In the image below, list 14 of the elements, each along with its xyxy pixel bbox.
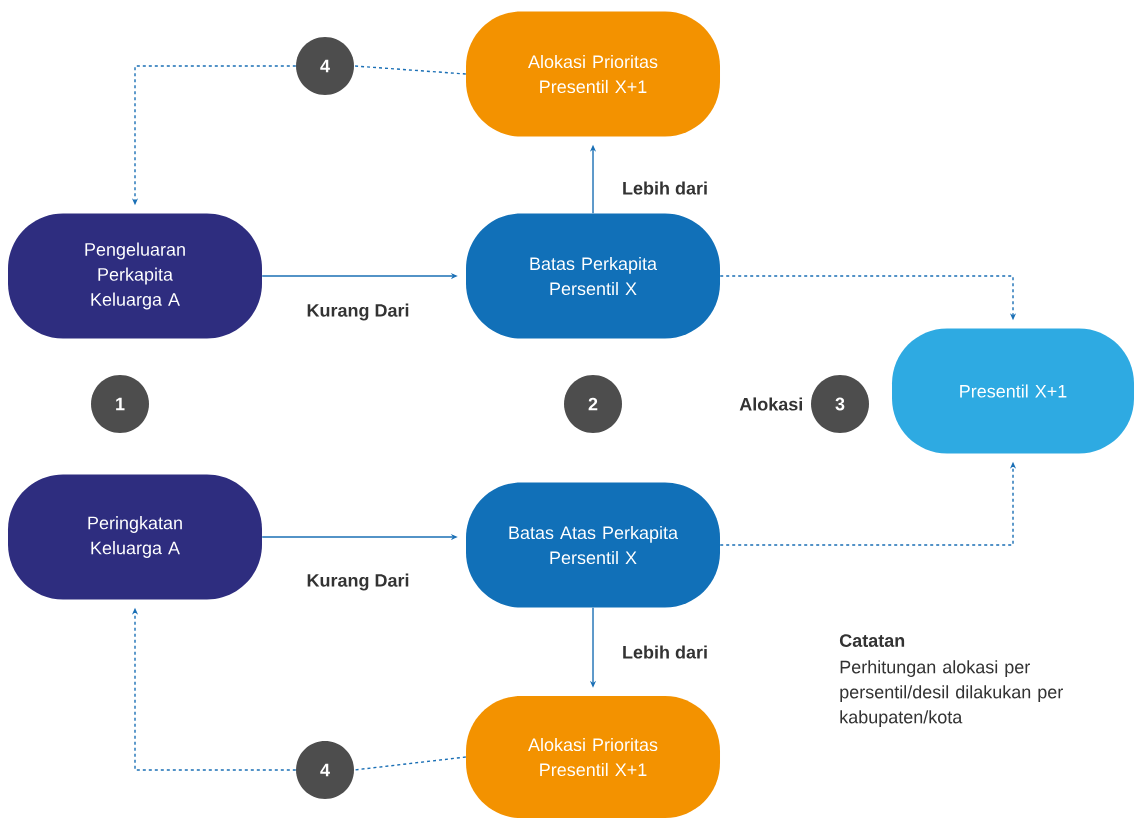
edge-label: Kurang Dari <box>305 302 411 322</box>
rounded-box: Presentil X+1 <box>892 328 1134 454</box>
side-label: Alokasi <box>739 397 802 411</box>
rounded-box: Batas Perkapita Persentil X <box>466 213 720 339</box>
rounded-box: Alokasi Prioritas Presentil X+1 <box>466 696 720 818</box>
rounded-box: Peringkatan Keluarga A <box>8 474 262 600</box>
edge-label: Lebih dari <box>621 180 709 196</box>
edge-label: Lebih dari <box>621 644 709 660</box>
rounded-box: Alokasi Prioritas Presentil X+1 <box>466 11 720 137</box>
rounded-box: Pengeluaran Perkapita Keluarga A <box>8 213 262 339</box>
note-text: Perhitungan alokasi per persentil/desil dilakukan per kabupaten/kota <box>840 660 1063 727</box>
edge-label: Kurang Dari <box>305 572 411 592</box>
note-heading: Catatan <box>839 634 905 647</box>
rounded-box: Batas Atas Perkapita Persentil X <box>466 482 720 608</box>
